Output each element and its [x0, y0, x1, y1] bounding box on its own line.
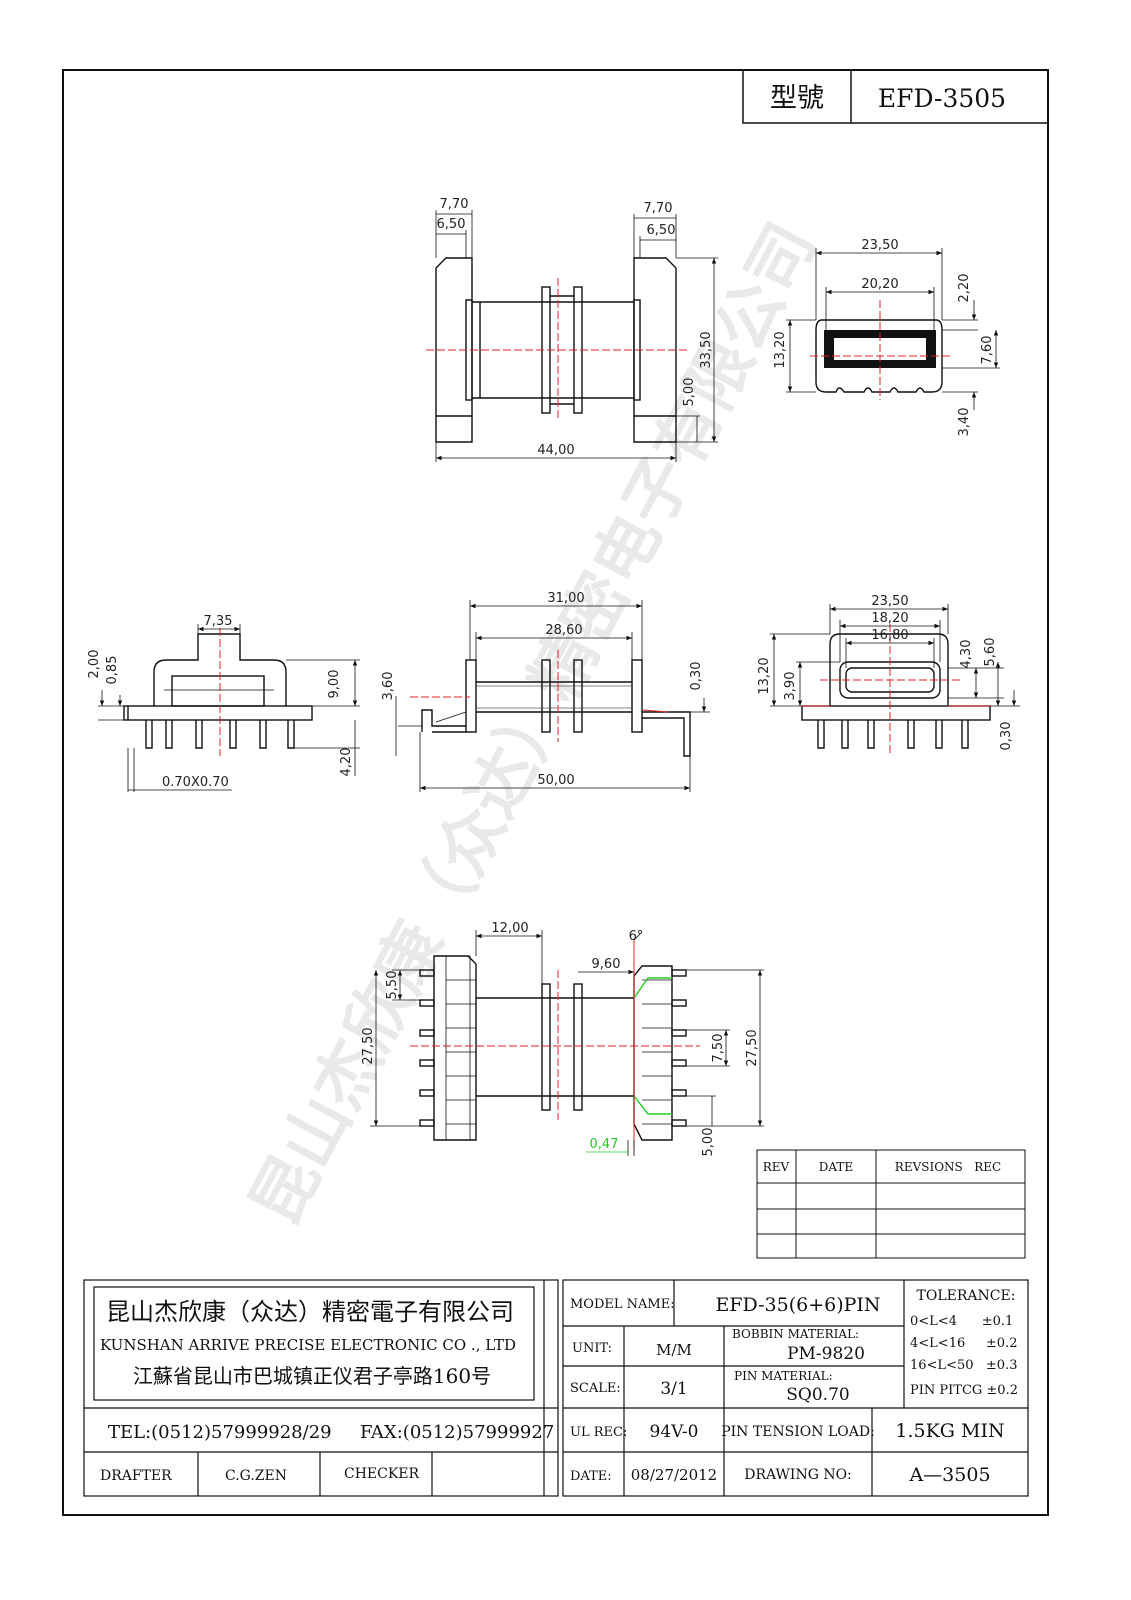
dim-label: 0,85	[105, 656, 120, 685]
dim-label: 6°	[629, 929, 644, 944]
dim-label: 0.70X0.70	[162, 775, 229, 790]
pin-material-label: PIN MATERIAL:	[734, 1369, 833, 1383]
dim-label: 23,50	[871, 594, 908, 609]
model-box-label: 型號	[770, 83, 824, 114]
dim-label: 27,50	[745, 1029, 760, 1066]
unit-value: M/M	[656, 1341, 692, 1359]
date-header: DATE	[819, 1160, 853, 1174]
front-right-view	[770, 604, 1020, 756]
scale-label: SCALE:	[570, 1381, 621, 1396]
tolerance-block: TOLERANCE: 0<L<4 ±0.1 4<L<16 ±0.2 16<L<5…	[910, 1288, 1018, 1398]
dim-label: 31,00	[547, 591, 584, 606]
tolerance-line: 16<L<50 ±0.3	[910, 1358, 1017, 1373]
revision-table	[756, 1149, 1026, 1259]
model-name-label: MODEL NAME:	[570, 1297, 675, 1312]
dim-label: 44,00	[537, 443, 574, 458]
dim-label: 50,00	[537, 773, 574, 788]
dim-label: 27,50	[361, 1027, 376, 1064]
company-fax: FAX:(0512)57999927	[360, 1422, 554, 1443]
dim-label: 13,20	[757, 657, 772, 694]
dim-label: 9,60	[592, 957, 621, 972]
dim-label: 3,90	[783, 672, 798, 701]
front-center-view-dims: 31,00 28,60 3,60 0,30 50,00	[381, 591, 704, 788]
date-value: 08/27/2012	[631, 1466, 717, 1484]
dim-label: 7,70	[644, 201, 673, 216]
front-center-view	[395, 600, 710, 792]
dim-label: 4,30	[959, 640, 974, 669]
dim-label: 16,80	[871, 628, 908, 643]
front-left-view-dims: 7,35 2,00 0,85 9,00 4,20 0.70X0.70	[87, 614, 354, 790]
dim-label: 28,60	[545, 623, 582, 638]
dim-label: 12,00	[491, 921, 528, 936]
dim-label: 7,70	[440, 197, 469, 212]
dim-label: 2,20	[957, 274, 972, 303]
dim-label: 33,50	[699, 331, 714, 368]
dim-label: 5,00	[701, 1128, 716, 1157]
ul-rec-label: UL REC:	[570, 1425, 627, 1440]
dim-label: 20,20	[861, 277, 898, 292]
model-name-value: EFD-35(6+6)PIN	[715, 1294, 880, 1316]
revision-table-headers: REV DATE REVSIONS REC	[763, 1160, 1001, 1174]
dim-label: 5,00	[682, 378, 697, 407]
dim-label: 0,30	[999, 722, 1014, 751]
drafter-value: C.G.ZEN	[225, 1468, 287, 1484]
bottom-view-dims: 12,00 6° 9,60 5,50 27,50 7,50 27,50 0,47…	[361, 921, 760, 1156]
dim-label: 6,50	[647, 223, 676, 238]
front-left-view	[98, 624, 360, 792]
dim-label: 13,20	[773, 331, 788, 368]
unit-label: UNIT:	[572, 1341, 612, 1356]
tolerance-line: 0<L<4 ±0.1	[910, 1314, 1013, 1329]
ul-rec-value: 94V-0	[650, 1422, 699, 1442]
watermark-text: 昆山杰欣康（众达）精密电子有限公司	[236, 211, 831, 1238]
title-block	[562, 1279, 1029, 1497]
tolerance-line: PIN PITCG ±0.2	[910, 1383, 1018, 1398]
bobbin-material-label: BOBBIN MATERIAL:	[732, 1327, 859, 1341]
dim-label: 3,60	[381, 672, 396, 701]
tolerance-line: 4<L<16 ±0.2	[910, 1336, 1017, 1351]
model-box-value: EFD-3505	[878, 84, 1006, 113]
rev-header: REV	[763, 1160, 790, 1174]
top-view-dims: 7,70 6,50 7,70 6,50 33,50 5,00 44,00	[437, 197, 714, 458]
dim-label: 7,50	[711, 1034, 726, 1063]
front-right-view-dims: 23,50 18,20 16,80 4,30 5,60 13,20 3,90 0…	[757, 594, 1014, 750]
company-name-cn: 昆山杰欣康（众达）精密電子有限公司	[106, 1298, 514, 1326]
top-view	[426, 210, 718, 462]
dim-label: 18,20	[871, 611, 908, 626]
dim-label: 7,60	[980, 336, 995, 365]
dim-label: 23,50	[861, 238, 898, 253]
dim-label: 4,20	[339, 748, 354, 777]
scale-value: 3/1	[660, 1379, 687, 1399]
drawing-no-label: DRAWING NO:	[744, 1467, 852, 1483]
dim-label: 2,00	[87, 650, 102, 679]
dim-label: 7,35	[204, 614, 233, 629]
company-name-en: KUNSHAN ARRIVE PRECISE ELECTRONIC CO ., …	[100, 1336, 516, 1354]
dim-label: 6,50	[437, 217, 466, 232]
dim-label: 3,40	[957, 408, 972, 437]
dim-label: 0,30	[689, 662, 704, 691]
end-view-dims: 23,50 20,20 2,20 13,20 7,60 3,40	[773, 238, 995, 436]
company-tel: TEL:(0512)57999928/29	[108, 1422, 332, 1443]
dim-label: 0,47	[590, 1137, 619, 1152]
company-block	[83, 1279, 559, 1497]
pin-tension-value: 1.5KG MIN	[895, 1420, 1004, 1442]
sheet-border	[62, 69, 1049, 1516]
dim-label: 5,50	[385, 971, 400, 1000]
tolerance-title: TOLERANCE:	[917, 1288, 1016, 1304]
checker-label: CHECKER	[344, 1466, 420, 1482]
bobbin-material-value: PM-9820	[787, 1344, 865, 1364]
watermark: 昆山杰欣康（众达）精密电子有限公司	[236, 211, 831, 1238]
drafter-label: DRAFTER	[100, 1468, 172, 1484]
model-box: 型號 EFD-3505	[742, 69, 1049, 124]
end-view	[786, 248, 1000, 410]
pin-material-value: SQ0.70	[786, 1385, 849, 1405]
dim-label: 9,00	[327, 670, 342, 699]
company-address: 江蘇省昆山市巴城镇正仪君子亭路160号	[133, 1364, 491, 1388]
revisions-header: REVSIONS REC	[895, 1160, 1001, 1174]
drawing-no-value: A—3505	[908, 1464, 990, 1486]
dim-label: 5,60	[983, 638, 998, 667]
pin-tension-label: PIN TENSION LOAD:	[721, 1424, 875, 1440]
date-label: DATE:	[570, 1469, 612, 1484]
bottom-view	[370, 930, 764, 1156]
